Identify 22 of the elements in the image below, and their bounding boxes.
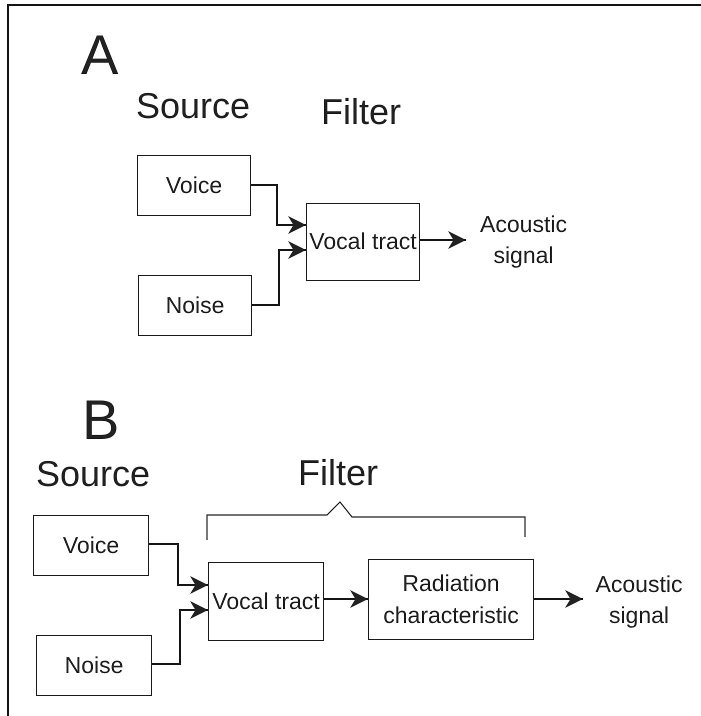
process-box: Voice — [33, 515, 149, 576]
process-box: Vocal tract — [306, 203, 420, 281]
heading-label: Source — [36, 456, 150, 492]
heading-label: Source — [136, 88, 250, 124]
heading-label: B — [82, 392, 120, 448]
arrow — [420, 231, 466, 249]
arrow — [149, 543, 208, 594]
arrow — [152, 601, 208, 665]
process-box: Voice — [137, 155, 251, 216]
process-box: Vocal tract — [208, 562, 324, 641]
heading-label: Filter — [321, 94, 401, 130]
arrow — [252, 241, 306, 306]
process-box: Noise — [36, 635, 152, 696]
arrow — [251, 184, 306, 234]
output-label: Acoustic signal — [583, 565, 695, 635]
arrow — [534, 590, 583, 608]
process-box: Radiation characteristic — [368, 559, 534, 640]
output-label: Acoustic signal — [466, 205, 581, 275]
process-box: Noise — [138, 275, 252, 336]
arrow — [324, 590, 368, 608]
heading-label: Filter — [298, 455, 378, 491]
heading-label: A — [81, 27, 118, 83]
